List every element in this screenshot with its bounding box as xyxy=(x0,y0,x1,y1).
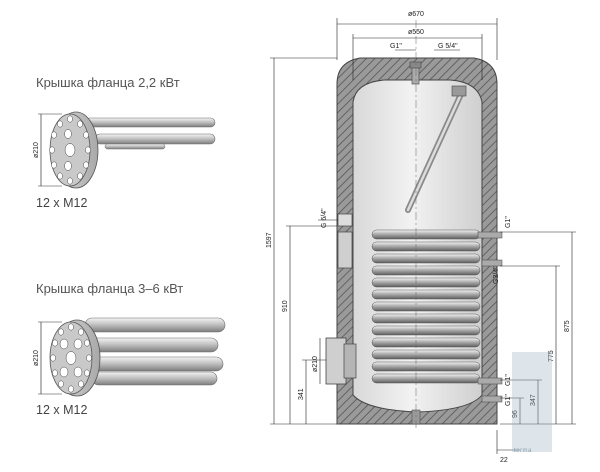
flange-large-title: Крышка фланца 3–6 кВт xyxy=(36,281,184,296)
watermark-logo xyxy=(512,352,552,452)
port-coil-top: G1" xyxy=(505,216,512,228)
dim-height-910: 910 xyxy=(282,300,289,312)
port-top-left: G1" xyxy=(390,43,402,50)
dim-outer-diameter: ø670 xyxy=(408,11,424,18)
dim-height-total: 1597 xyxy=(266,232,273,248)
dim-22: 22 xyxy=(500,457,508,464)
flange-small-title: Крышка фланца 2,2 кВт xyxy=(36,75,180,90)
dim-inner-diameter: ø550 xyxy=(408,29,424,36)
dim-height-341: 341 xyxy=(298,388,305,400)
dim-height-875: 875 xyxy=(564,320,571,332)
dim-height-775: 775 xyxy=(548,350,555,362)
tank-illustration xyxy=(325,20,503,430)
flange-large-diameter: ø210 xyxy=(33,350,40,366)
watermark-text: terma xyxy=(514,448,532,454)
port-middle: G3/4" xyxy=(493,266,500,284)
flange-small-diameter: ø210 xyxy=(33,142,40,158)
dim-height-347: 347 xyxy=(530,394,537,406)
flange-large-illustration xyxy=(38,317,226,397)
port-left: G 6/4" xyxy=(321,208,328,228)
flange-large-bolts: 12 x M12 xyxy=(36,403,88,417)
dim-height-96: 96 xyxy=(512,410,519,418)
flange-small-illustration xyxy=(38,111,216,189)
port-top-right: G 5/4" xyxy=(438,43,458,50)
port-bottom-1: G1" xyxy=(505,374,512,386)
port-bottom-2: G1" xyxy=(505,394,512,406)
dim-flange-diameter: ø210 xyxy=(312,356,319,372)
dimension-lines xyxy=(270,18,576,454)
flange-small-bolts: 12 x M12 xyxy=(36,196,88,210)
heat-exchanger-coil xyxy=(371,229,503,403)
